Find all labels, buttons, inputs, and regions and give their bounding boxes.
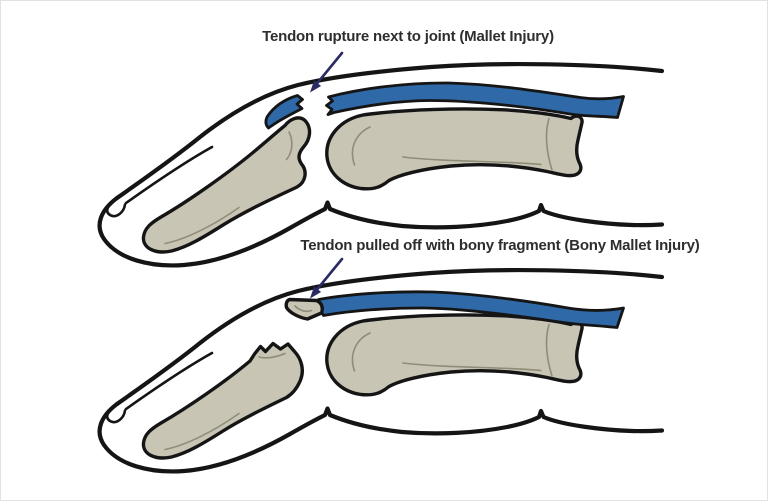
fractured-distal-phalanx-shaft-line (164, 412, 240, 451)
ruptured-tendon-stub (264, 94, 304, 130)
bone-fragment-line (294, 305, 313, 313)
avulsed-extensor-tendon (317, 290, 625, 329)
extensor-tendon (325, 81, 625, 119)
fracture-surface-line (258, 352, 286, 359)
fragment-pointer-arrow (308, 257, 344, 300)
rupture-pointer-arrow (308, 51, 344, 94)
label-bony-mallet-injury: Tendon pulled off with bony fragment (Bo… (300, 237, 700, 254)
distal-phalanx-shaft-line (164, 206, 240, 245)
diagram-mallet-injury (100, 51, 662, 265)
distal-phalanx-bone (141, 116, 312, 254)
fractured-distal-phalanx-bone (141, 341, 304, 460)
avulsed-bone-fragment (284, 297, 324, 321)
label-mallet-injury: Tendon rupture next to joint (Mallet Inj… (262, 28, 554, 45)
diagram-bony-mallet-injury (100, 257, 662, 471)
distal-phalanx-head-line (285, 131, 293, 161)
